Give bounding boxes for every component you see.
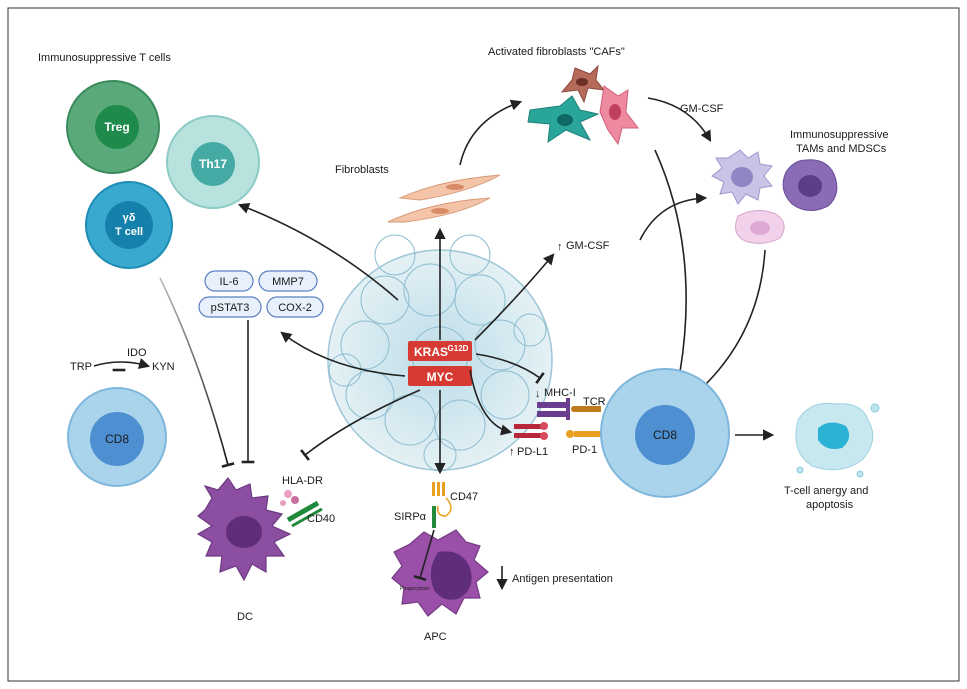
cox2-label: COX-2 — [278, 302, 312, 314]
anergy-label-line2: apoptosis — [806, 499, 854, 511]
tams-title-line1: Immunosuppressive — [790, 129, 888, 141]
sirpa-label: SIRPα — [394, 511, 427, 523]
tumor-to-cytokines-arrow — [280, 331, 406, 377]
cytokine-group: IL-6 MMP7 pSTAT3 COX-2 — [198, 270, 324, 318]
pstat3-label: pSTAT3 — [211, 302, 250, 314]
mhc1-receptor — [537, 398, 570, 420]
tumor-to-th17-arrow — [237, 203, 399, 301]
fibroblast-cells — [387, 174, 501, 223]
hla-dr-receptor — [280, 490, 299, 506]
pdl1-up-arrow: ↑ — [509, 446, 515, 458]
cd8-cell-left: CD8 — [67, 387, 167, 487]
gmcsf-top-label: GM-CSF — [680, 103, 724, 115]
cd47-protein — [432, 482, 452, 517]
apoptotic-t-cell — [795, 402, 880, 478]
dendritic-cell — [196, 476, 292, 582]
mhc1-down-arrow: ↓ — [535, 388, 541, 400]
th17-cell: Th17 — [166, 115, 260, 209]
pd1-receptor — [566, 430, 602, 438]
gd-to-dc-inhibit — [159, 277, 235, 468]
immunosuppressive-t-cells-title: Immunosuppressive T cells — [38, 52, 171, 64]
tumor-to-gmcsf-arrow — [474, 253, 555, 341]
th17-label: Th17 — [199, 157, 227, 171]
il6-label: IL-6 — [220, 276, 239, 288]
cd8-cell-right: CD8 — [600, 368, 730, 498]
cafs-to-cd8-inhibit — [654, 149, 687, 375]
kras-superscript: G12D — [448, 344, 469, 353]
activated-fibroblasts-title: Activated fibroblasts "CAFs" — [488, 46, 625, 58]
anergy-label-line1: T-cell anergy and — [784, 485, 868, 497]
tcr-label: TCR — [583, 396, 606, 408]
cd40-label: CD40 — [307, 513, 335, 525]
fibroblasts-to-cafs-arrow — [459, 99, 523, 166]
treg-label: Treg — [104, 120, 129, 134]
gmcsf-to-tams-arrow — [639, 192, 708, 241]
trp-label: TRP — [70, 361, 92, 373]
pdl1-label: PD-L1 — [517, 446, 548, 458]
treg-cell: Treg — [66, 80, 160, 174]
tams-to-cd8-inhibit — [699, 249, 766, 391]
tcr-receptor — [571, 406, 601, 412]
tumor-to-pdl1-arrow — [469, 369, 513, 436]
pdl1-receptor — [514, 422, 548, 440]
tumor-to-mhc1-inhibit — [475, 353, 545, 384]
kras-box — [408, 341, 472, 361]
gmcsf-up-arrow: ↑ — [557, 241, 563, 253]
myc-box — [408, 366, 472, 386]
caf-cells — [527, 64, 639, 146]
kras-label: KRAS — [414, 345, 448, 359]
cd40-receptor — [286, 500, 323, 528]
myc-label: MYC — [427, 370, 454, 384]
t-cell-label: T cell — [115, 226, 143, 238]
cd47-label: CD47 — [450, 491, 478, 503]
kyn-label: KYN — [152, 361, 175, 373]
tumor-to-dc-inhibit — [300, 389, 421, 461]
gmcsf-mid-label: GM-CSF — [566, 240, 610, 252]
gamma-delta-label: γδ — [123, 212, 136, 224]
cd8-left-label: CD8 — [105, 432, 129, 446]
trp-to-kyn-arrow — [93, 358, 151, 369]
mhc1-label: MHC-I — [544, 387, 576, 399]
dc-label: DC — [237, 611, 253, 623]
sirpa-receptor — [432, 506, 436, 528]
phagocytosis-label: Phagocytosis — [400, 586, 430, 592]
hla-dr-label: HLA-DR — [282, 475, 323, 487]
cafs-to-tams-arrow — [647, 97, 712, 142]
antigen-presentation-label: Antigen presentation — [512, 573, 613, 585]
apc-label: APC — [424, 631, 447, 643]
cd8-right-label: CD8 — [653, 428, 677, 442]
sirpa-to-phagocytosis-inhibit — [413, 529, 435, 582]
mmp7-label: MMP7 — [272, 276, 304, 288]
tam-mdsc-cells — [711, 149, 838, 244]
ido-label: IDO — [127, 347, 147, 359]
tams-title-line2: TAMs and MDSCs — [796, 143, 887, 155]
fibroblasts-label: Fibroblasts — [335, 164, 389, 176]
gamma-delta-t-cell: γδ T cell — [85, 181, 173, 269]
pd1-label: PD-1 — [572, 444, 597, 456]
apc-cell — [391, 529, 489, 617]
